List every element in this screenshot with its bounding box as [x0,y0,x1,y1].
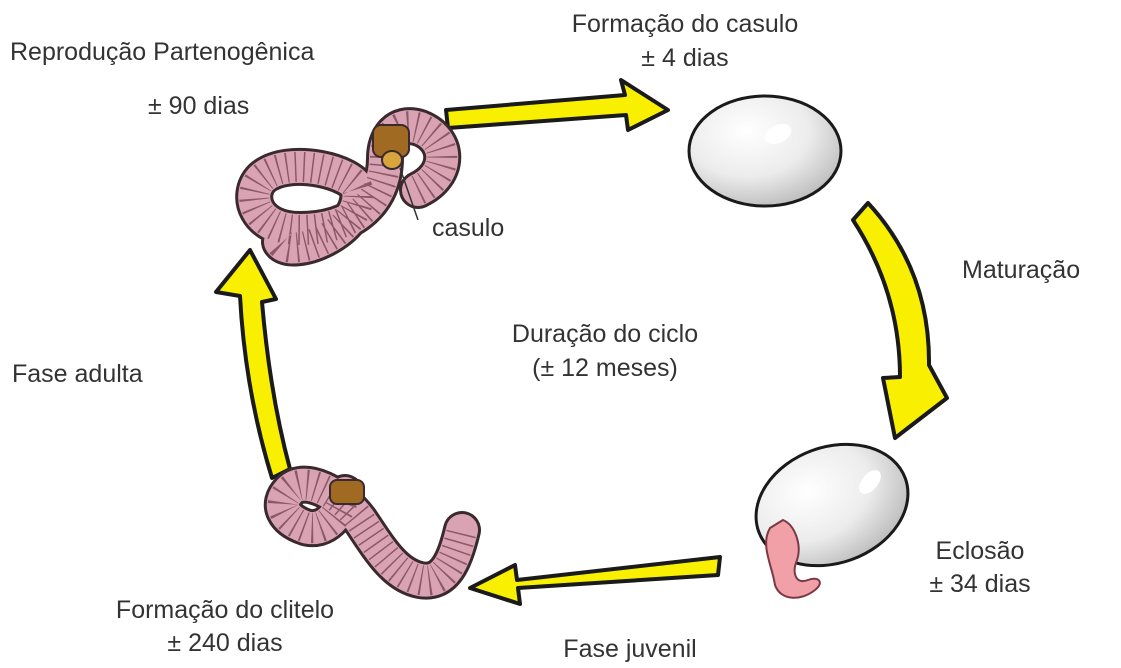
arrow-maturation [853,203,947,438]
hatching-title: Eclosão [900,535,1060,567]
cocoon-small [382,151,402,169]
clitellum-formation-title: Formação do clitelo [75,594,375,626]
clitellum-band [330,480,364,504]
arrow-juvenile-phase [470,557,720,604]
hatching-egg-illustration [739,424,925,598]
cocoon-egg-illustration [689,96,841,206]
cycle-duration-title: Duração do ciclo [455,318,755,350]
hatching-duration: ± 34 dias [900,568,1060,600]
arrow-adult-phase [216,250,290,478]
adult-worm-with-cocoon-illustration [254,125,442,248]
cycle-duration-value: (± 12 meses) [455,352,755,384]
cocoon-formation-duration: ± 4 dias [535,42,835,74]
cocoon-formation-title: Formação do casulo [535,8,835,40]
clitellum-worm-illustration [283,480,462,581]
adult-phase-label: Fase adulta [12,358,143,390]
cocoon-callout-label: casulo [432,212,504,244]
arrow-to-cocoon-formation [446,80,668,130]
reproduction-title: Reprodução Partenogênica [10,36,314,68]
maturation-label: Maturação [962,254,1080,286]
reproduction-duration: ± 90 dias [148,90,249,122]
juvenile-phase-label: Fase juvenil [530,633,730,665]
clitellum-formation-duration: ± 240 dias [75,627,375,659]
